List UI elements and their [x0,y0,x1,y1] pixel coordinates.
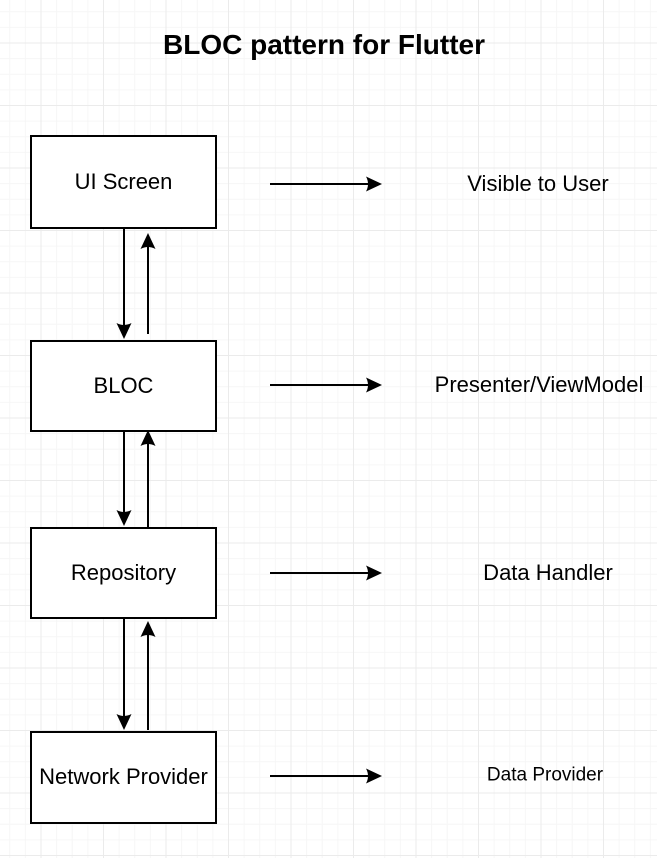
arrow-repository-annotation [270,565,382,581]
arrowhead-down-icon [116,323,132,339]
arrow-bloc-to-repository [116,432,132,526]
arrowhead-up-icon [140,621,156,637]
arrow-network-provider-annotation [270,768,382,784]
arrowhead-down-icon [116,714,132,730]
node-bloc-label: BLOC [93,372,154,398]
annotation-data-provider: Data Provider [486,764,604,786]
arrow-ui-screen-annotation [270,176,382,192]
annotation-data-handler: Data Handler [483,559,613,585]
arrowhead-up-icon [140,430,156,446]
arrow-network-provider-to-repository [140,621,156,730]
node-network-provider-label: Network Provider [39,764,208,790]
node-repository: Repository [30,527,217,619]
annotation-visible-to-user: Visible to User [467,170,609,196]
node-repository-label: Repository [70,559,177,585]
arrowhead-right-icon [366,377,382,393]
arrowhead-down-icon [116,510,132,526]
arrowhead-right-icon [366,176,382,192]
node-network-provider: Network Provider [30,731,217,824]
arrowhead-up-icon [140,233,156,249]
arrow-bloc-to-ui-screen [140,233,156,334]
annotation-presenter-viewmodel: Presenter/ViewModel [434,371,644,397]
arrow-bloc-annotation [270,377,382,393]
arrow-repository-to-bloc [140,430,156,527]
arrow-ui-screen-to-bloc [116,229,132,339]
node-ui-screen-label: UI Screen [74,168,173,194]
arrowhead-right-icon [366,565,382,581]
diagram-title: BLOC pattern for Flutter [163,29,485,60]
arrowhead-right-icon [366,768,382,784]
node-bloc: BLOC [30,340,217,432]
arrow-repository-to-network-provider [116,619,132,730]
node-ui-screen: UI Screen [30,135,217,229]
